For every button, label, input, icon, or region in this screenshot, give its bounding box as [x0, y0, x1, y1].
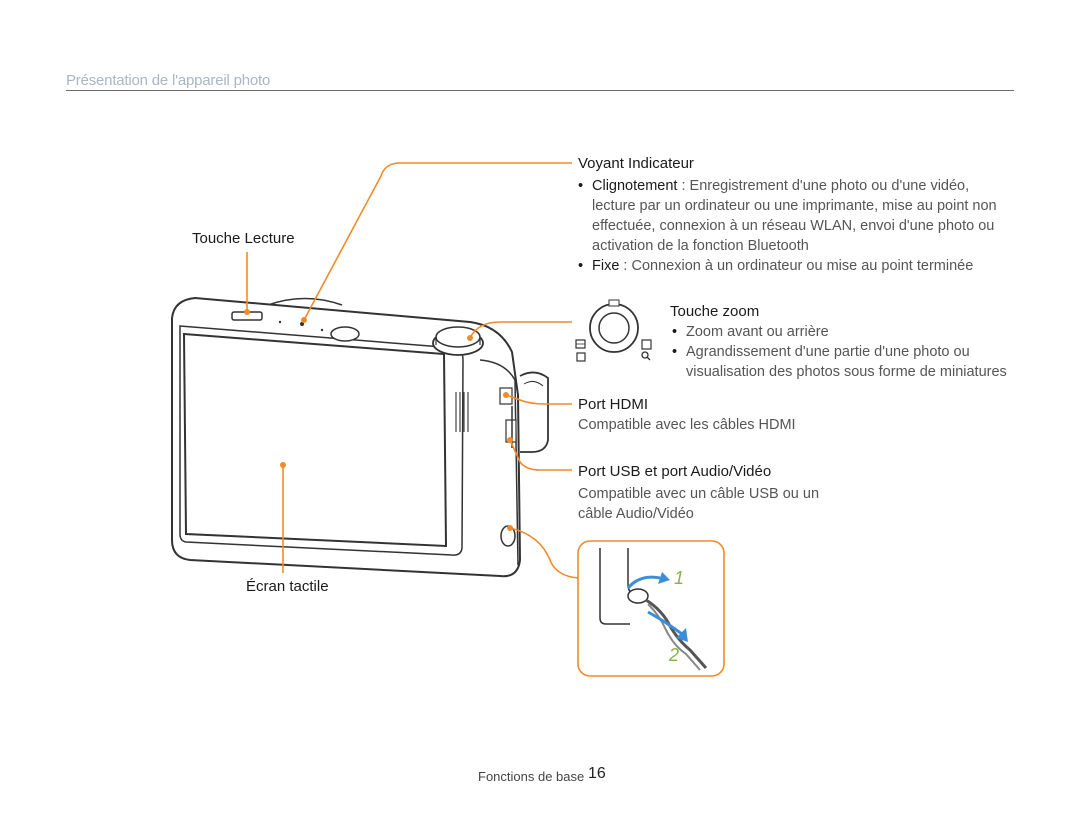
usb-av-desc: Compatible avec un câble USB ou un câble… — [578, 486, 820, 522]
strap-inset — [577, 540, 725, 677]
page-header-title: Présentation de l'appareil photo — [66, 72, 271, 89]
bullet-text: Zoom avant ou arrière — [686, 324, 829, 340]
zoom-bullets: • Zoom avant ou arrière • Agrandissement… — [672, 322, 1012, 382]
bullet-text: : Connexion à un ordinateur ou mise au p… — [619, 258, 974, 274]
playback-button-label: Touche Lecture — [192, 230, 295, 247]
bullet-dot: • — [672, 344, 678, 360]
indicator-bullets: • Clignotement : Enregistrement d'une ph… — [578, 176, 998, 276]
zoom-bullet: • Agrandissement d'une partie d'une phot… — [672, 342, 1012, 382]
bullet-term: Clignotement — [592, 178, 678, 194]
bullet-term: Fixe — [592, 258, 620, 274]
strap-step-2: 2 — [669, 645, 680, 665]
footer-section: Fonctions de base — [478, 769, 585, 784]
indicator-title: Voyant Indicateur — [578, 155, 694, 172]
bullet-text: Agrandissement d'une partie d'une photo … — [686, 344, 1007, 380]
bullet-dot: • — [578, 178, 584, 194]
strap-step-1: 1 — [674, 568, 685, 588]
indicator-bullet-blinking: • Clignotement : Enregistrement d'une ph… — [578, 176, 998, 256]
hdmi-title: Port HDMI — [578, 396, 649, 413]
port-cover — [519, 371, 549, 453]
hdmi-desc: Compatible avec les câbles HDMI — [578, 417, 796, 433]
zoom-bullet: • Zoom avant ou arrière — [672, 322, 1012, 342]
bullet-dot: • — [578, 258, 584, 274]
page-number: 16 — [588, 765, 606, 782]
camera-screen — [182, 332, 448, 548]
header-divider — [66, 90, 1014, 91]
zoom-lever-graphic — [575, 299, 652, 362]
bullet-text: : Enregistrement d'une photo ou d'une vi… — [592, 178, 997, 254]
bullet-dot: • — [672, 324, 678, 340]
indicator-bullet-steady: • Fixe : Connexion à un ordinateur ou mi… — [578, 256, 998, 276]
usb-av-title: Port USB et port Audio/Vidéo — [578, 463, 772, 480]
zoom-title: Touche zoom — [670, 303, 760, 320]
touchscreen-label: Écran tactile — [246, 578, 329, 595]
